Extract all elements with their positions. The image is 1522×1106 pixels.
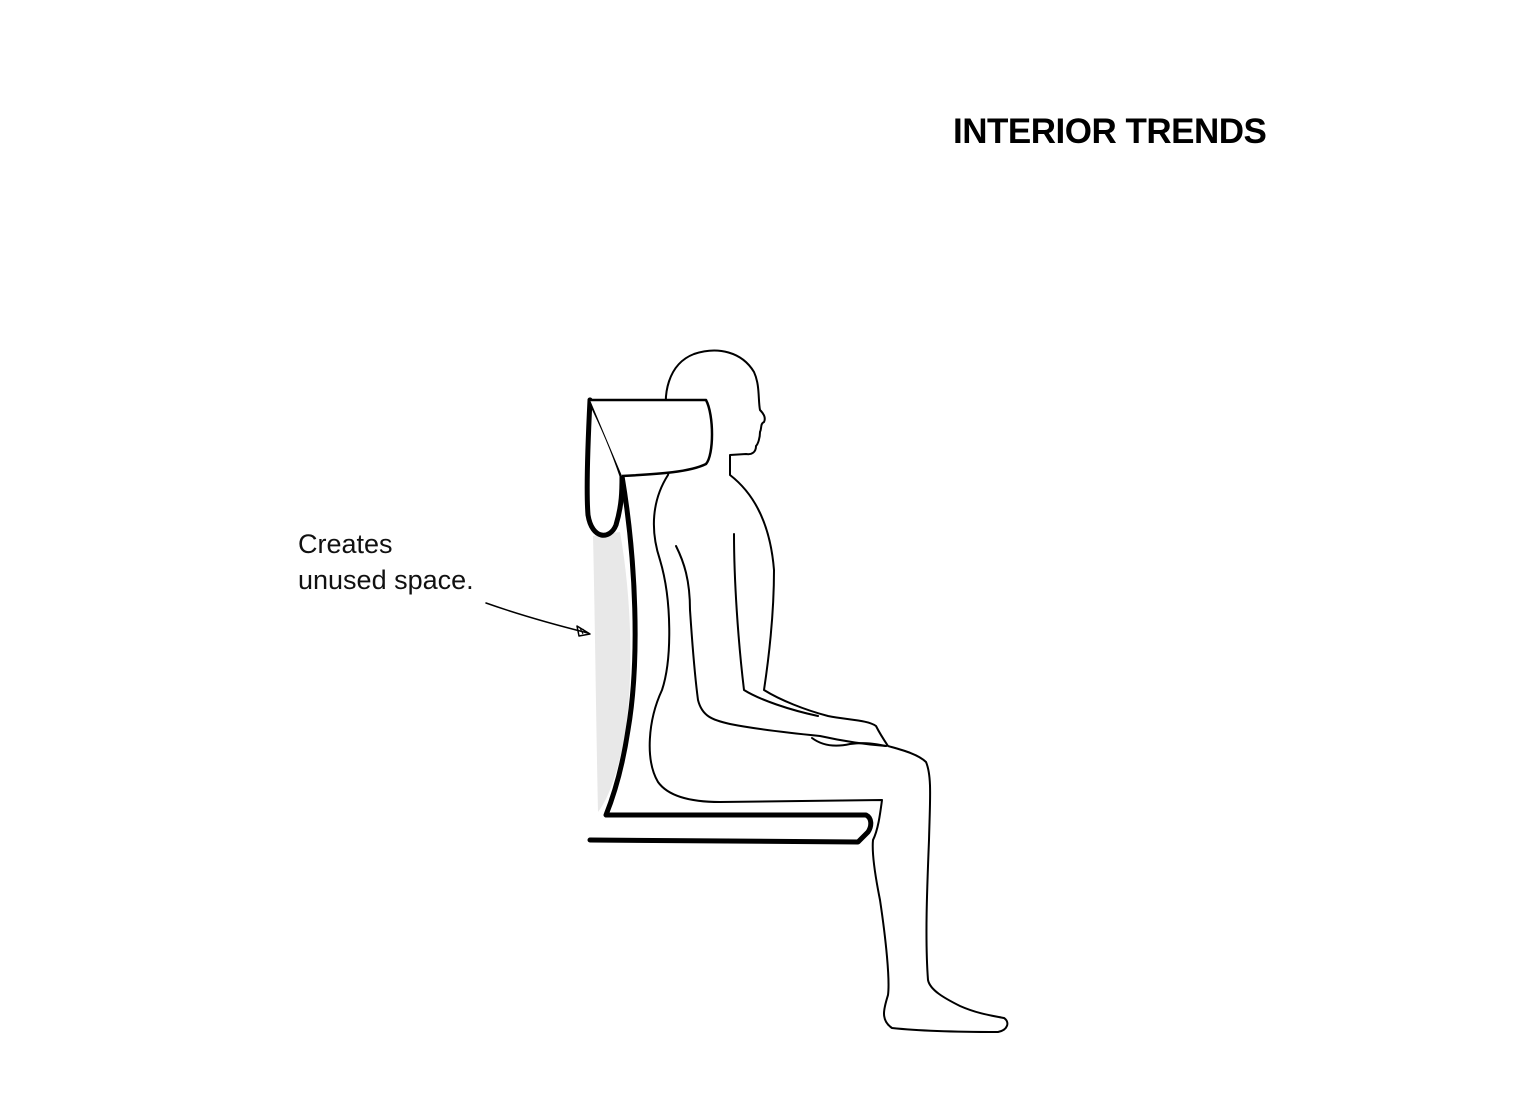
seat-headrest-wing [584,397,625,538]
annotation-arrow-head-hatch [579,627,587,635]
forearm-line [733,533,819,717]
seated-person-figure [648,349,1009,1033]
annotation-label: Creates unused space. [298,526,474,598]
page-title: INTERIOR TRENDS [953,112,1267,151]
annotation-arrow-line [485,602,589,634]
seat-headrest-pillow [590,398,714,478]
unused-space-area [593,532,631,812]
annotation-line-1: Creates [298,529,393,559]
seat-backrest [587,473,874,845]
hand-line [811,737,887,747]
arm-line [675,545,887,747]
annotation-line-2: unused space. [298,565,474,595]
person-body-outline [648,349,1009,1033]
